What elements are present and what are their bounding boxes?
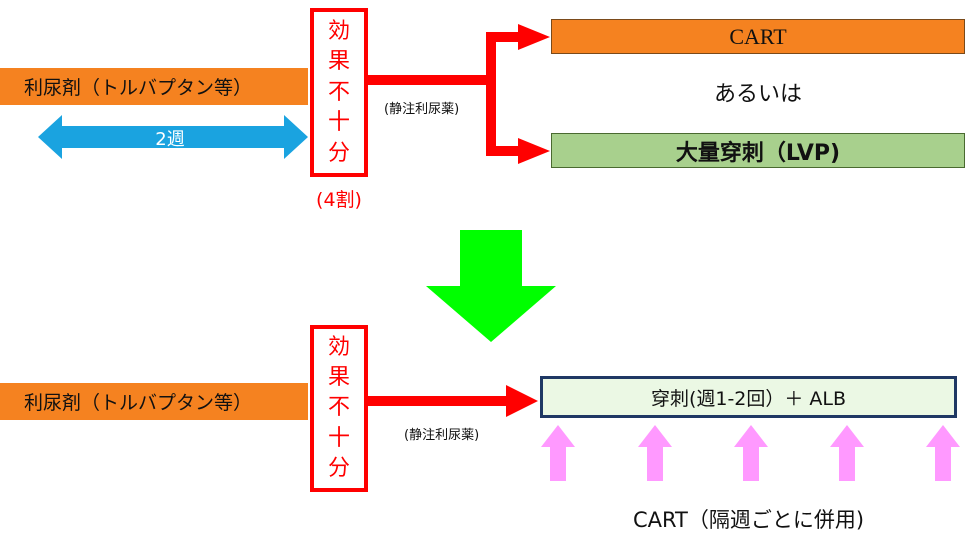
cart-combined-label: CART（隔週ごとに併用) [632,508,865,532]
top-iv-label: (静注利尿薬) [384,102,460,117]
top-effect-box: 効 果 不 十 分 [310,8,368,177]
bottom-effect-char: 不 [327,395,350,421]
bottom-iv-label: (静注利尿薬) [404,428,480,443]
top-effect-char: 果 [327,49,350,74]
top-diuretic-box: 利尿剤（トルバプタン等） [0,68,308,105]
up-arrow-icon [638,425,672,481]
or-label: あるいは [713,82,802,107]
bottom-effect-box: 効 果 不 十 分 [310,325,368,492]
lvp-box: 大量穿刺（LVP) [551,133,965,168]
bottom-effect-char: 果 [327,365,350,391]
down-arrow-icon [426,230,556,342]
lvp-label: 大量穿刺（LVP) [675,140,841,166]
double-arrow-icon [38,115,308,159]
cart-box: CART [551,19,965,54]
puncture-label: 穿刺(週1-2回）＋ ALB [650,387,847,410]
bottom-effect-char: 効 [327,335,350,361]
top-effect-char: 不 [327,79,350,105]
top-effect-char: 十 [327,110,350,135]
bottom-diuretic-box: 利尿剤（トルバプタン等） [0,383,308,420]
branch-arrow-icon [368,24,550,164]
up-arrow-icon [734,425,768,481]
top-diuretic-label: 利尿剤（トルバプタン等） [24,77,253,99]
top-effect-char: 効 [327,18,350,44]
puncture-box: 穿刺(週1-2回）＋ ALB [540,376,957,418]
effect-ratio: (4割) [316,189,362,211]
cart-label: CART [729,23,787,49]
bottom-diuretic-label: 利尿剤（トルバプタン等） [24,392,253,414]
bottom-effect-char: 十 [327,425,350,451]
up-arrow-icon [830,425,864,481]
up-arrow-icon [541,425,575,481]
right-arrow-icon [368,385,538,417]
up-arrow-icon [926,425,960,481]
bottom-effect-char: 分 [327,455,350,481]
top-effect-char: 分 [327,140,350,166]
duration-label: 2週 [155,129,185,150]
